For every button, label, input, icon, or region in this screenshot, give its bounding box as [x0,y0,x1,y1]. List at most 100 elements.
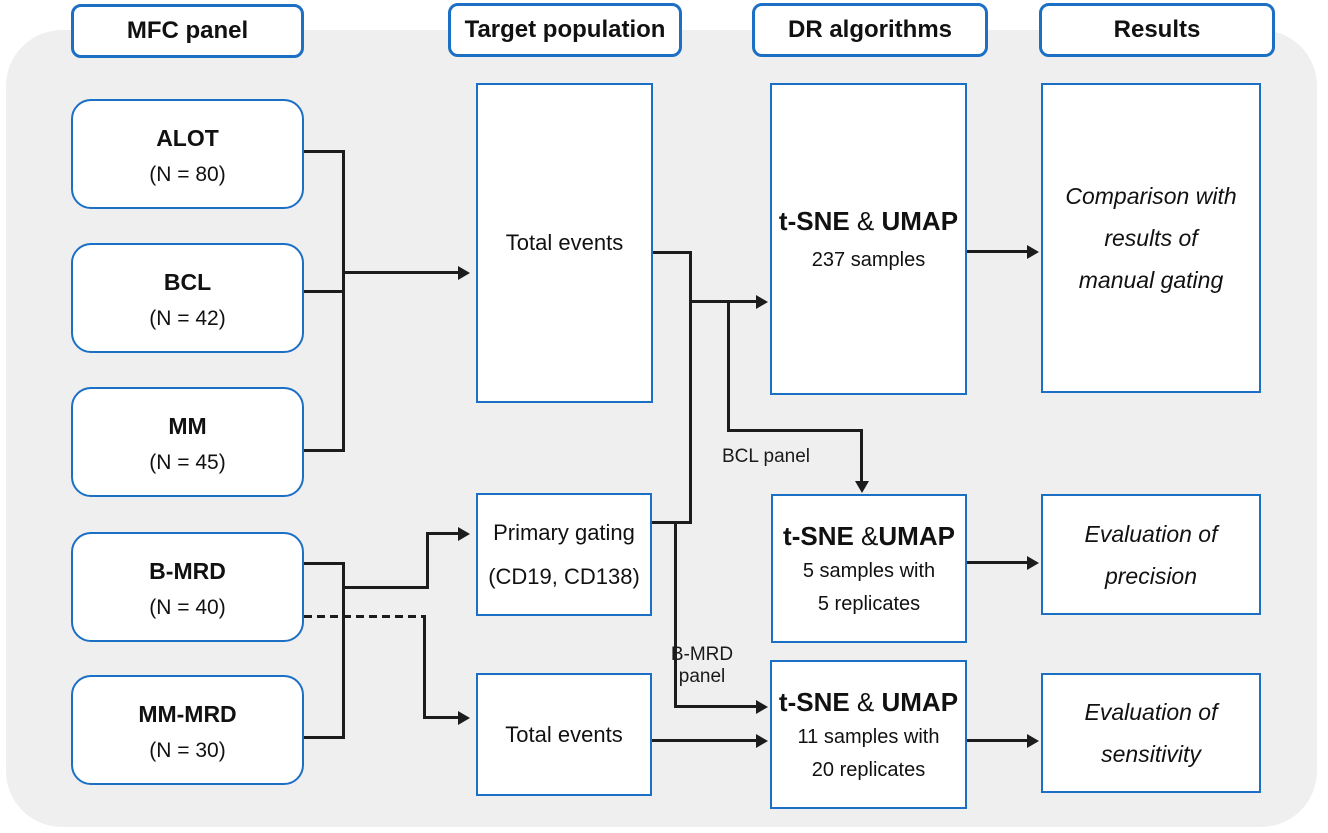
arrow-to-dr3-lower-head [756,733,768,748]
panel-box-mm: MM (N = 45) [71,387,304,497]
connector-to-primary-gating-vertical [426,532,429,589]
dr3-title-umap: UMAP [881,686,959,717]
connector-center-vertical [689,251,692,524]
arrow-to-total-events-bottom-shaft [423,716,458,719]
dr2-subline-2: 5 replicates [817,592,921,615]
connector-bottom-merge-vertical [342,562,345,739]
dr-box-5-samples: t-SNE &UMAP 5 samples with 5 replicates [771,494,967,643]
panel-box-bmrd-n: (N = 40) [149,596,226,619]
panel-box-bcl-n: (N = 42) [149,307,226,330]
header-mfc-panel: MFC panel [71,4,304,58]
connector-alot-exit [304,150,345,153]
dr1-title-tsne: t-SNE [778,205,850,236]
header-target-population-label: Target population [464,16,666,43]
arrow-dr1-to-results1-shaft [967,250,1027,253]
edge-label-bmrd-line2: panel [678,666,726,687]
connector-bcl-branch-vertical [727,300,730,432]
edge-label-bcl-panel: BCL panel [721,446,811,467]
results1-line3: manual gating [1078,267,1224,293]
header-dr-algorithms-label: DR algorithms [787,16,952,43]
connector-bcl-exit [304,290,345,293]
arrow-to-dr2-head [855,481,869,493]
dr2-title-amp: & [853,520,879,551]
edge-label-bmrd-panel: B-MRD panel [662,644,742,688]
panel-box-alot-n: (N = 80) [149,163,226,186]
arrow-to-dr1-head [756,294,768,309]
panel-box-bcl: BCL (N = 42) [71,243,304,353]
dr2-title-tsne: t-SNE [783,520,854,551]
panel-box-mmmrd-name: MM-MRD [138,701,237,727]
arrow-to-dr3-upper-shaft [674,705,756,708]
arrow-to-total-events-top-head [458,265,470,280]
population-box-total-events-bottom: Total events [476,673,652,796]
dr3-subline-2: 20 replicates [811,758,926,781]
header-dr-algorithms: DR algorithms [752,3,988,57]
panel-box-alot: ALOT (N = 80) [71,99,304,209]
dr-box-237-samples: t-SNE & UMAP 237 samples [770,83,967,395]
results1-line2: results of [1104,225,1198,251]
connector-to-primary-gating-horizontal [342,586,429,589]
connector-total-events-exit [653,251,692,254]
arrow-dr3-to-results3-shaft [967,739,1027,742]
dr2-subline-1: 5 samples with [802,559,936,582]
arrow-to-dr3-lower-shaft [652,739,756,742]
arrow-dr1-to-results1-head [1027,244,1039,259]
primary-gating-line1: Primary gating [493,519,635,545]
arrow-to-dr3-upper-head [756,699,768,714]
connector-primary-gating-exit [652,521,692,524]
dr2-title: t-SNE &UMAP [783,518,955,554]
panel-box-bmrd-name: B-MRD [149,558,226,584]
results2-line1: Evaluation of [1084,520,1218,547]
panel-box-mm-name: MM [168,413,207,439]
header-results: Results [1039,3,1275,57]
header-results-label: Results [1113,16,1201,43]
connector-bmrd-exit [304,562,345,565]
dr3-title-tsne: t-SNE [778,686,850,717]
connector-bcl-branch-horizontal [727,429,863,432]
results3-line2: sensitivity [1101,741,1201,767]
arrow-to-primary-gating-head [458,526,470,541]
arrow-to-dr1-shaft [689,300,756,303]
total-events-top-label: Total events [505,230,624,255]
results-box-manual-gating: Comparison with results of manual gating [1041,83,1261,393]
dr3-title: t-SNE & UMAP [779,684,958,720]
dr1-title-umap: UMAP [881,205,959,236]
panel-box-mmmrd-n: (N = 30) [149,739,226,762]
header-target-population: Target population [448,3,682,57]
header-mfc-panel-label: MFC panel [126,17,249,44]
population-box-total-events-top: Total events [476,83,653,403]
dr3-title-amp: & [849,686,882,717]
dr1-title: t-SNE & UMAP [779,203,958,239]
panel-box-mmmrd: MM-MRD (N = 30) [71,675,304,785]
results-box-sensitivity: Evaluation of sensitivity [1041,673,1261,793]
dr-box-11-samples: t-SNE & UMAP 11 samples with 20 replicat… [770,660,967,809]
panel-box-bmrd: B-MRD (N = 40) [71,532,304,642]
edge-label-bmrd-line1: B-MRD [670,644,734,665]
arrow-to-total-events-bottom-head [458,710,470,725]
arrow-dr3-to-results3-head [1027,733,1039,748]
arrow-to-total-events-top-shaft [342,271,458,274]
arrow-to-dr2-shaft [860,429,863,482]
connector-bmrd-dashed [304,615,426,618]
results3-line1: Evaluation of [1084,699,1218,725]
panel-box-bcl-name: BCL [163,269,212,295]
connector-dashed-branch-vertical [423,615,426,719]
results2-line2: precision [1104,562,1198,589]
dr1-title-amp: & [849,205,882,236]
population-box-primary-gating: Primary gating (CD19, CD138) [476,493,652,616]
connector-top-merge-vertical [342,150,345,452]
panel-box-mm-n: (N = 45) [149,451,226,474]
results1-line1: Comparison with [1065,183,1237,209]
results-box-precision: Evaluation of precision [1041,494,1261,615]
dr1-subline: 237 samples [811,248,926,271]
primary-gating-line2: (CD19, CD138) [488,563,640,589]
connector-mm-exit [304,449,345,452]
dr2-title-umap: UMAP [878,520,955,551]
arrow-to-primary-gating-shaft [426,532,458,535]
total-events-bottom-label: Total events [505,721,623,747]
connector-mmmrd-exit [304,736,345,739]
connector-bmrd-panel-vertical [674,521,677,708]
dr3-subline-1: 11 samples with [797,725,940,748]
arrow-dr2-to-results2-shaft [967,561,1027,564]
